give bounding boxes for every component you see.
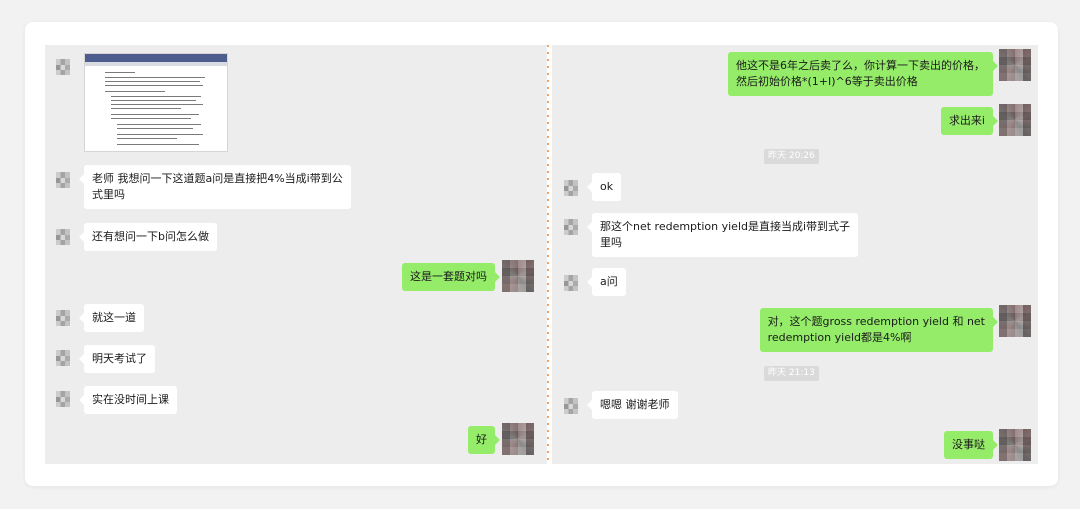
message-text: 求出来i	[948, 114, 985, 127]
student-avatar	[56, 350, 70, 366]
text-line	[105, 81, 200, 82]
message-bubble-outgoing[interactable]: 求出来i	[940, 107, 999, 135]
student-avatar	[56, 229, 70, 245]
text-line	[117, 124, 201, 125]
text-line	[117, 128, 193, 129]
message-text-line: redemption yield都是4%啊	[767, 331, 912, 344]
student-avatar	[56, 391, 70, 407]
text-line	[117, 134, 203, 135]
message-bubble-incoming[interactable]: 就这一道	[79, 304, 144, 332]
text-line	[105, 85, 203, 86]
text-line	[105, 91, 165, 92]
text-line	[117, 138, 177, 139]
message-text: 就这一道	[92, 311, 136, 324]
text-line	[111, 118, 191, 119]
message-text: ok	[600, 180, 614, 193]
dotted-divider	[547, 45, 549, 464]
message-text-line: 里吗	[600, 236, 622, 249]
teacher-avatar	[999, 429, 1031, 461]
message-text-line: 那这个net redemption yield是直接当成i带到式子	[600, 220, 851, 233]
message-text-line: 对，这个题gross redemption yield 和 net	[767, 315, 985, 328]
message-bubble-incoming[interactable]: 那这个net redemption yield是直接当成i带到式子 里吗	[586, 213, 859, 257]
text-line	[105, 72, 135, 73]
teacher-avatar	[502, 423, 534, 455]
message-bubble-outgoing[interactable]: 对，这个题gross redemption yield 和 net redemp…	[759, 308, 999, 352]
message-bubble-outgoing[interactable]: 好	[468, 426, 500, 454]
message-text: 没事哒	[952, 438, 985, 451]
message-text-line: 式里吗	[92, 188, 125, 201]
message-text-line: 然后初始价格*(1+I)^6等于卖出价格	[736, 75, 918, 88]
student-avatar	[56, 172, 70, 188]
teacher-avatar	[999, 305, 1031, 337]
message-bubble-outgoing[interactable]: 这是一套题对吗	[402, 263, 500, 291]
thumbnail-ribbon	[85, 62, 227, 66]
teacher-avatar	[999, 104, 1031, 136]
teacher-avatar	[999, 49, 1031, 81]
text-line	[111, 108, 181, 109]
student-avatar	[564, 275, 578, 291]
message-bubble-incoming[interactable]: 还有想问一下b问怎么做	[79, 223, 217, 251]
timestamp: 昨天 21:13	[764, 366, 819, 381]
message-text: 嗯嗯 谢谢老师	[600, 398, 670, 411]
message-text: 这是一套题对吗	[410, 270, 487, 283]
message-text: a问	[600, 275, 618, 288]
student-avatar	[564, 219, 578, 235]
message-text: 还有想问一下b问怎么做	[92, 230, 209, 243]
text-line	[111, 114, 199, 115]
message-bubble-incoming[interactable]: 老师 我想问一下这道题a问是直接把4%当成i带到公 式里吗	[79, 165, 351, 209]
timestamp: 昨天 20:26	[764, 149, 819, 164]
message-bubble-incoming[interactable]: ok	[586, 173, 622, 201]
message-bubble-outgoing[interactable]: 没事哒	[944, 431, 998, 459]
message-bubble-incoming[interactable]: 实在没时间上课	[79, 386, 177, 414]
text-line	[117, 144, 199, 145]
message-bubble-incoming[interactable]: a问	[587, 268, 626, 296]
thumbnail-document-page	[99, 68, 213, 151]
student-avatar	[56, 310, 70, 326]
text-line	[105, 77, 205, 78]
message-text: 明天考试了	[92, 352, 147, 365]
message-text-line: 老师 我想问一下这道题a问是直接把4%当成i带到公	[92, 172, 343, 185]
text-line	[111, 96, 201, 97]
teacher-avatar	[502, 260, 534, 292]
message-text: 好	[476, 433, 487, 446]
student-avatar	[564, 180, 578, 196]
student-avatar	[564, 398, 578, 414]
message-text-line: 他这不是6年之后卖了么，你计算一下卖出的价格，	[736, 59, 985, 72]
thumbnail-toolbar	[85, 54, 227, 62]
student-avatar	[56, 59, 70, 75]
text-line	[111, 104, 203, 105]
message-bubble-incoming[interactable]: 明天考试了	[79, 345, 155, 373]
text-line	[111, 100, 196, 101]
message-bubble-incoming[interactable]: 嗯嗯 谢谢老师	[587, 391, 678, 419]
screenshot-image-thumbnail[interactable]	[84, 53, 228, 152]
message-text: 实在没时间上课	[92, 393, 169, 406]
message-bubble-outgoing[interactable]: 他这不是6年之后卖了么，你计算一下卖出的价格， 然后初始价格*(1+I)^6等于…	[728, 52, 998, 96]
